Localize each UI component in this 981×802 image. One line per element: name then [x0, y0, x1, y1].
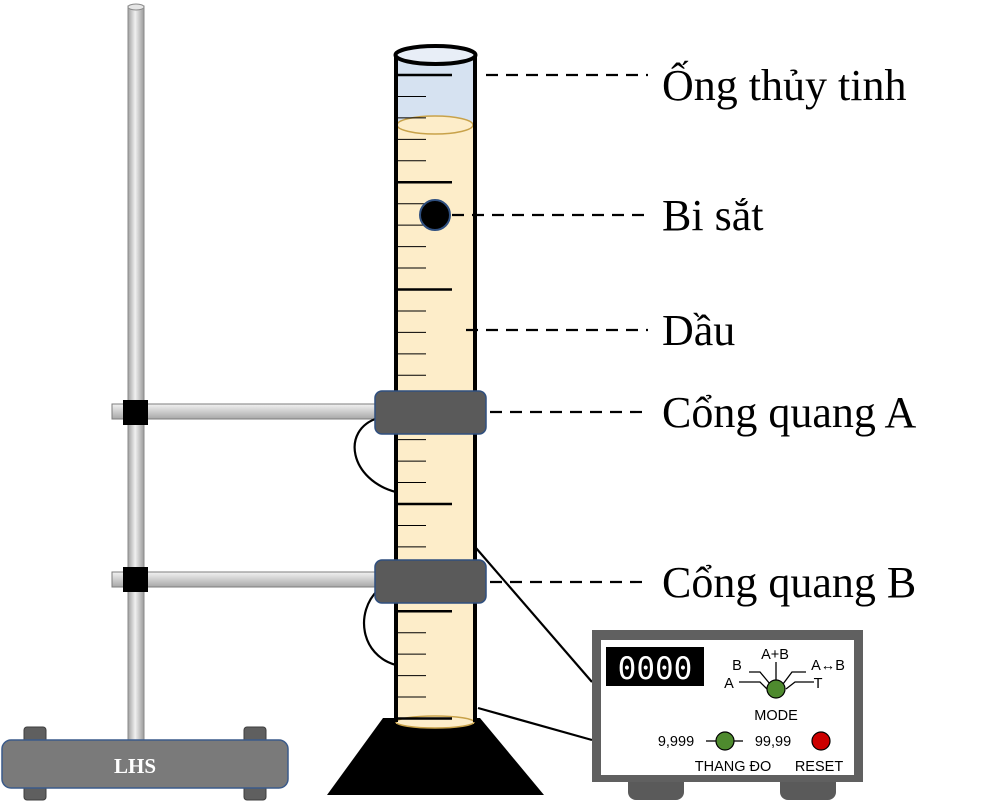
cable-gate-b: [363, 589, 397, 667]
oil-surface: [396, 115, 474, 135]
mode-knob[interactable]: [766, 679, 786, 699]
timer-display-value: 0000: [618, 651, 693, 687]
mode-option-b: B: [732, 658, 742, 674]
arm-upper: [111, 403, 383, 420]
label-photo-gate-b: Cổng quang B: [662, 558, 917, 607]
label-iron-ball: Bi sắt: [662, 191, 764, 240]
arm-lower: [111, 571, 383, 588]
mode-option-t: T: [814, 676, 823, 692]
reset-label: RESET: [795, 759, 843, 775]
mode-label: MODE: [754, 708, 798, 724]
tube-empty-section: [396, 56, 474, 126]
clamp-upper: [123, 400, 148, 425]
mode-option-a-to-b: A↔B: [811, 658, 845, 674]
stand-base-label: LHS: [114, 754, 156, 778]
reset-button[interactable]: [811, 731, 831, 751]
stand-rod: [127, 5, 145, 747]
cables: [353, 416, 593, 742]
tube-base: [327, 718, 544, 795]
range-knob[interactable]: [715, 731, 735, 751]
tube-mouth: [393, 44, 478, 66]
digital-timer: 0000 A+B B A A↔B T MODE 9,999 99,99 THAN…: [592, 630, 863, 800]
label-glass-tube: Ống thủy tinh: [662, 61, 907, 110]
mode-option-a: A: [724, 676, 734, 692]
timer-display: [606, 647, 704, 686]
stand: LHS: [1, 3, 383, 801]
stand-base: [1, 739, 289, 789]
photo-gate-b: [374, 559, 487, 604]
clamp-lower: [123, 567, 148, 592]
label-photo-gate-a: Cổng quang A: [662, 388, 917, 437]
cable-gate-a: [353, 416, 397, 494]
label-oil: Dầu: [662, 306, 736, 355]
range-low-label: 9,999: [658, 734, 694, 750]
cable-gate-b-timer: [475, 547, 593, 683]
range-high-label: 99,99: [755, 734, 791, 750]
range-label: THANG ĐO: [695, 759, 772, 775]
leader-lines: [452, 73, 648, 584]
photo-gate-a: [374, 390, 487, 435]
iron-ball: [419, 199, 451, 231]
cable-base-timer: [477, 706, 593, 742]
mode-option-a-plus-b: A+B: [761, 647, 789, 663]
